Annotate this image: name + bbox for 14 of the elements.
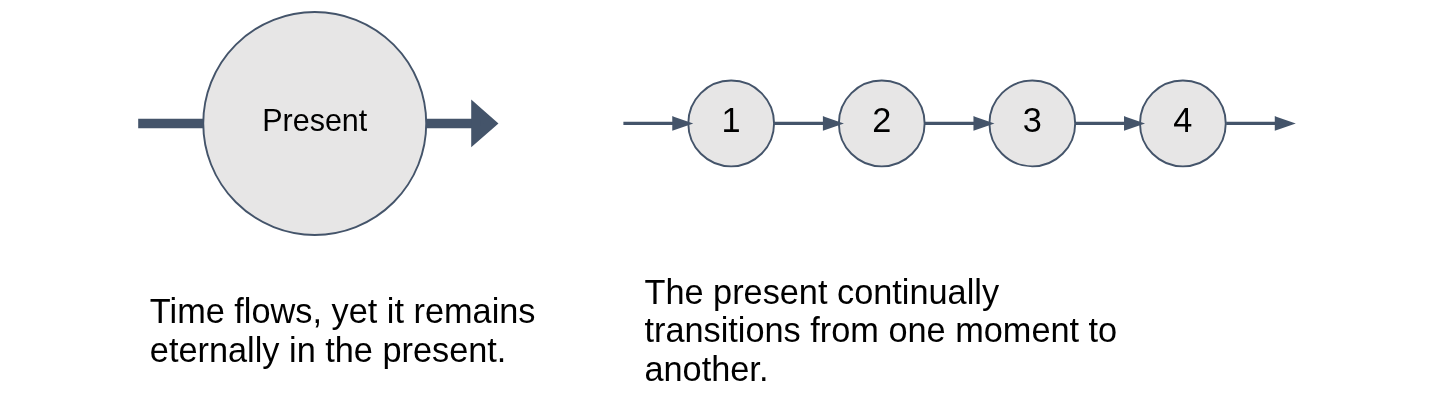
- arrow: [924, 116, 995, 131]
- node-circle: Present: [202, 11, 428, 236]
- arrow: [774, 116, 844, 131]
- node-circle: 3: [988, 79, 1077, 168]
- label: The present continually transitions from one moment to another.: [644, 273, 1118, 388]
- node-circle: 4: [1139, 79, 1227, 168]
- node-circle: 1: [687, 79, 775, 168]
- arrow: [426, 99, 499, 148]
- arrow: [623, 116, 694, 131]
- arrow: [1075, 116, 1146, 131]
- arrow: [1226, 116, 1296, 131]
- connector: [138, 118, 203, 129]
- label: Time flows, yet it remains eternally in the present.: [149, 292, 536, 369]
- node-circle: 2: [837, 79, 926, 168]
